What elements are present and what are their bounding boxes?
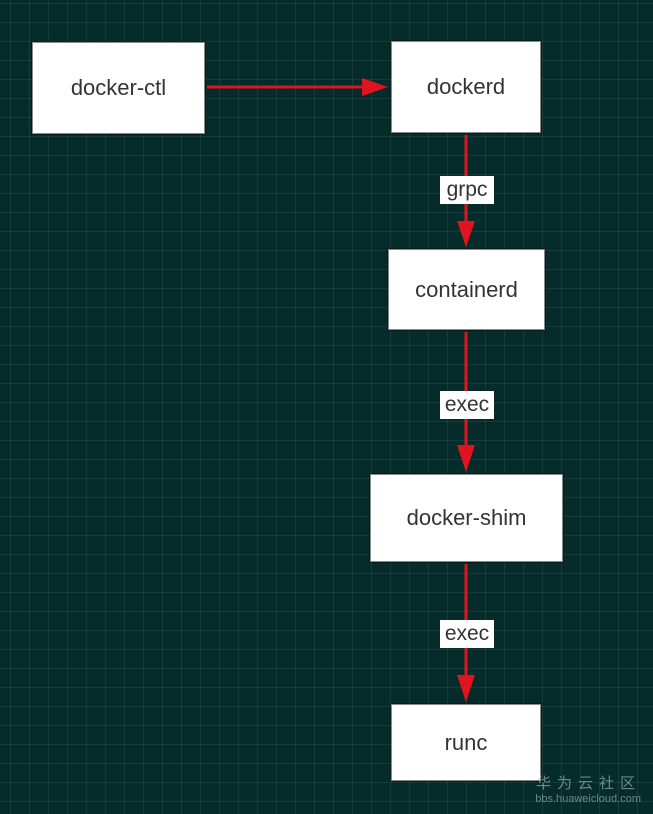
node-runc: runc: [391, 704, 541, 781]
watermark: 华为云社区 bbs.huaweicloud.com: [535, 775, 641, 806]
node-dockerd: dockerd: [391, 41, 541, 133]
node-label-containerd: containerd: [415, 276, 518, 302]
edge-label-grpc: grpc: [440, 176, 494, 204]
arrowhead-docker-shim: [457, 445, 475, 472]
node-label-dockerd: dockerd: [426, 74, 506, 99]
node-containerd: containerd: [388, 249, 545, 330]
node-label-docker-ctl: docker-ctl: [70, 75, 167, 100]
arrowhead-dockerd: [362, 78, 388, 96]
watermark-url: bbs.huaweicloud.com: [535, 793, 641, 805]
node-docker-shim: docker-shim: [370, 474, 563, 562]
edge-label-exec-shim: exec: [440, 620, 494, 648]
arrowhead-runc: [457, 675, 475, 702]
node-label-docker-shim: docker-shim: [406, 505, 527, 530]
arrowhead-containerd: [457, 221, 475, 247]
watermark-cn: 华为云社区: [535, 775, 641, 792]
node-docker-ctl: docker-ctl: [32, 42, 205, 134]
edge-label-exec-containerd: exec: [440, 391, 494, 419]
node-label-runc: runc: [444, 729, 488, 755]
